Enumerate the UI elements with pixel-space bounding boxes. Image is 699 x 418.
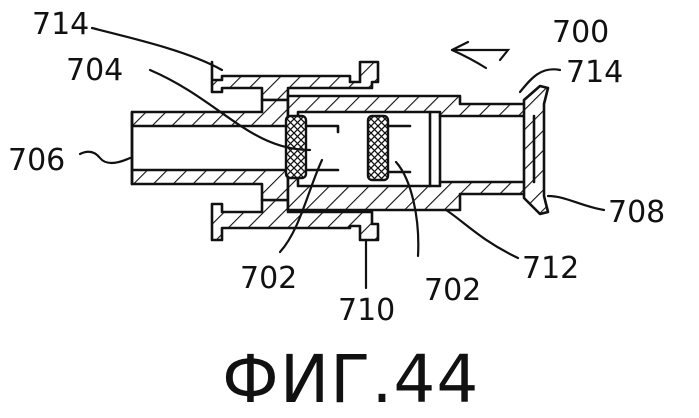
inner-body (288, 86, 548, 214)
label-714-top: 714 (32, 7, 89, 42)
filter-disc-right (368, 116, 388, 180)
label-714-right: 714 (566, 55, 623, 90)
label-704: 704 (66, 53, 123, 88)
left-fitting (132, 100, 288, 200)
label-702-left: 702 (240, 261, 297, 296)
label-712: 712 (522, 251, 579, 286)
label-710: 710 (338, 293, 395, 328)
reference-labels: 714 700 704 714 706 708 702 712 702 710 (8, 7, 665, 328)
figure-caption: ФИГ.44 (222, 341, 479, 418)
label-706: 706 (8, 143, 65, 178)
label-700: 700 (552, 15, 609, 50)
label-702-right: 702 (424, 273, 481, 308)
label-708: 708 (608, 195, 665, 230)
filter-elements (286, 116, 410, 180)
